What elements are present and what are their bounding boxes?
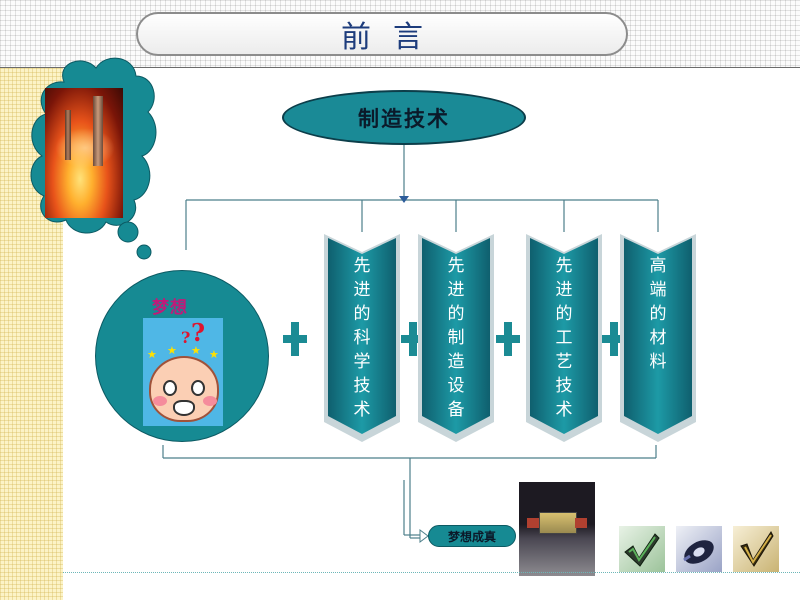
pillar-banner-process: 先进的工艺技术 — [524, 232, 604, 444]
chevron-banner-shape — [620, 234, 696, 442]
pillar-text: 先进的科学技术 — [353, 256, 371, 420]
header-band: 前言 — [0, 0, 800, 68]
chevron-banner-shape — [418, 234, 494, 442]
result-label: 梦想成真 — [447, 529, 496, 544]
chevron-banner-shape — [526, 234, 602, 442]
root-node-label: 制造技术 — [358, 106, 450, 131]
plus-icon — [401, 322, 425, 356]
root-node-oval: 制造技术 — [282, 90, 526, 145]
pillar-banner-materials: 高端的材料 — [618, 232, 698, 444]
plus-icon — [283, 322, 307, 356]
green-check-icon — [619, 526, 665, 572]
chevron-banner-shape — [324, 234, 400, 442]
question-mark-icon: ? — [191, 318, 206, 347]
pillar-text: 先进的制造设备 — [447, 256, 465, 420]
pillar-banner-science: 先进的科学技术 — [322, 232, 402, 444]
pillar-text: 先进的工艺技术 — [555, 256, 573, 420]
gold-check-icon — [733, 526, 779, 572]
confused-face-icon — [149, 356, 219, 422]
pillar-text: 高端的材料 — [649, 256, 667, 372]
dream-label: 梦想 — [152, 298, 188, 318]
plus-icon — [602, 322, 626, 356]
result-pill: 梦想成真 — [428, 525, 516, 547]
rocket-launch-photo — [45, 88, 123, 218]
title-pill: 前言 — [136, 12, 628, 56]
question-mark-icon: ? — [181, 328, 191, 347]
lunar-lander-photo — [519, 482, 595, 576]
footer-divider — [63, 572, 800, 573]
dizzy-stars-icon: ★ ★ ★ ★ — [147, 344, 219, 361]
page-title: 前言 — [341, 20, 445, 55]
blue-cd-icon — [676, 526, 722, 572]
question-face-photo: ? ? ★ ★ ★ ★ — [143, 318, 223, 426]
pillar-banner-equipment: 先进的制造设备 — [416, 232, 496, 444]
plus-icon — [496, 322, 520, 356]
